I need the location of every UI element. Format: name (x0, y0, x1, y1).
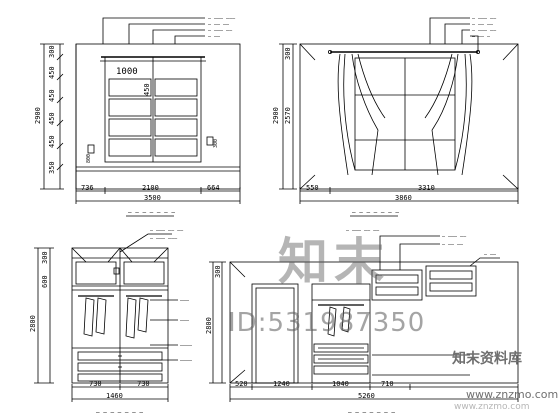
view2-width-550: 550 (306, 184, 319, 192)
view4-height-total: 2800 (205, 317, 213, 334)
svg-text:————: ———— (180, 358, 193, 364)
view3-height-300: 300 (41, 251, 49, 264)
view1-width-664: 664 (207, 184, 220, 192)
view4-width-total: 5260 (358, 392, 375, 400)
view4-outer-frame (229, 261, 519, 384)
watermark-url: www.znzmo.com (466, 388, 559, 401)
view1-height-450b: 450 (48, 89, 56, 102)
view1-height-450d: 450 (48, 135, 56, 148)
svg-text:— ——: — —— (484, 252, 497, 258)
view1-inner-300: 300 (213, 139, 219, 148)
view4-height-300: 300 (214, 265, 222, 278)
watermark-logo: 知末 (278, 232, 390, 291)
watermark-url-secondary: www.znzmo.com (454, 402, 530, 412)
view3-width-730b: 730 (137, 380, 150, 388)
view4-title: — — — — — — — (348, 409, 395, 416)
elevation-view-4: 300 2800 520 1240 1040 710 5260 — ——— ——… (205, 228, 519, 416)
svg-text:———: ——— (180, 318, 190, 324)
view2-height-2570: 2570 (284, 107, 292, 124)
svg-text:— ——— ——: — ——— —— (442, 234, 467, 240)
svg-text:— —— ——: — —— —— (442, 242, 464, 248)
svg-text:— ——— ———: — ——— ——— (208, 16, 236, 22)
view2-height-300: 300 (284, 47, 292, 60)
view2-outer-frame (299, 43, 519, 190)
view4-width-1240: 1240 (273, 380, 290, 388)
svg-text:————: ———— (180, 343, 193, 349)
view1-title: — — — — — — — (128, 209, 175, 216)
view4-width-1040: 1040 (332, 380, 349, 388)
svg-text:— ——— —— ——: — ——— —— —— (150, 228, 184, 234)
elevation-view-1: — ——— ——— — —— —— — ——— —— — —— 300 450 … (34, 16, 241, 217)
svg-text:— ——— ——: — ——— —— (472, 28, 497, 34)
svg-text:— ——— ———: — ——— ——— (150, 236, 178, 242)
view1-inner-1000: 1000 (116, 67, 138, 77)
view1-height-total: 2900 (34, 107, 42, 124)
elevation-view-2: 300 2900 2570 550 3310 3860 — ——— —— — —… (272, 16, 519, 217)
view4-width-710: 710 (381, 380, 394, 388)
view1-height-450a: 450 (48, 66, 56, 79)
view2-title: — — — — — — — (352, 209, 399, 216)
view3-width-730a: 730 (89, 380, 102, 388)
view1-width-2100: 2100 (142, 184, 159, 192)
view2-width-total: 3860 (395, 194, 412, 202)
view1-height-300: 300 (48, 45, 56, 58)
view3-width-total: 1460 (106, 392, 123, 400)
view3-title: — — — — — — — (96, 409, 143, 416)
view2-width-3310: 3310 (418, 184, 435, 192)
view3-height-total: 2800 (29, 315, 37, 332)
view2-height-total: 2900 (272, 107, 280, 124)
view1-width-total: 3500 (144, 194, 161, 202)
elevation-view-3: 300 600 2800 730 730 1460 — ——— —— —— — … (29, 228, 193, 416)
svg-text:— —— —: — —— — (472, 34, 491, 40)
view1-inner-800: 800 (86, 154, 92, 163)
svg-text:— ——: — —— (208, 34, 221, 40)
watermark-id: ID:531987350 (228, 308, 426, 338)
svg-text:— —— ——: — —— —— (472, 22, 494, 28)
view4-width-520: 520 (235, 380, 248, 388)
view3-height-600: 600 (41, 275, 49, 288)
svg-text:— ——— ——: — ——— —— (208, 28, 233, 34)
view1-height-350: 350 (48, 161, 56, 174)
view1-height-450c: 450 (48, 112, 56, 125)
svg-text:———: ——— (180, 298, 190, 304)
watermark-site-name: 知末资料库 (452, 351, 522, 367)
view1-inner-450: 450 (143, 83, 151, 96)
svg-text:— —— ——: — —— —— (208, 22, 230, 28)
view1-width-736: 736 (81, 184, 94, 192)
svg-text:— ——— ——: — ——— —— (472, 16, 497, 22)
svg-text:— ——— —— ——: — ——— —— —— (346, 228, 380, 234)
